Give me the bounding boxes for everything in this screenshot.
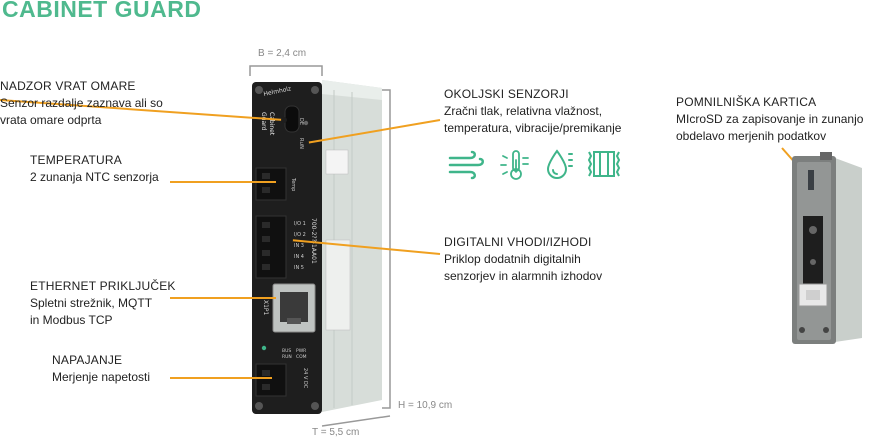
led-de-label: DE bbox=[298, 118, 304, 125]
callout-text: Senzor razdalje zaznava ali so bbox=[0, 96, 163, 110]
callout-text: in Modbus TCP bbox=[30, 313, 113, 327]
callout-ethernet: ETHERNET PRIKLJUČEK Spletni strežnik, MQ… bbox=[30, 278, 176, 329]
callout-text: Merjenje napetosti bbox=[52, 370, 151, 384]
power-led-pwr: PWR bbox=[296, 348, 306, 354]
callout-text: 2 zunanja NTC senzorja bbox=[30, 170, 159, 184]
width-dimension-bracket bbox=[249, 65, 323, 76]
io-label-2: I/O 2 bbox=[294, 232, 306, 238]
callout-text: MIcroSD za zapisovanje in zunanjo bbox=[676, 112, 864, 126]
callout-heading: POMNILNIŠKA KARTICA bbox=[676, 95, 817, 109]
callout-heading: DIGITALNI VHODI/IZHODI bbox=[444, 235, 592, 249]
callout-heading: OKOLJSKI SENZORJI bbox=[444, 87, 569, 101]
io-label-3: IN 3 bbox=[294, 243, 304, 249]
callout-memory-card: POMNILNIŠKA KARTICA MIcroSD za zapisovan… bbox=[676, 94, 863, 145]
callout-power: NAPAJANJE Merjenje napetosti bbox=[52, 352, 150, 386]
callout-lines bbox=[0, 99, 813, 379]
callout-text: vrata omare odprta bbox=[0, 113, 102, 127]
device-name-line1: Cabinet bbox=[268, 112, 275, 136]
page-title: CABINET GUARD bbox=[2, 0, 202, 22]
device-model: 700-2??-1AA01 bbox=[310, 218, 317, 264]
vibration-icon bbox=[587, 151, 621, 177]
humidity-drop-icon bbox=[546, 149, 573, 179]
io-label-5: IN 5 bbox=[294, 265, 304, 271]
callout-environment-sensors: OKOLJSKI SENZORJI Zračni tlak, relativna… bbox=[444, 86, 621, 137]
device-front-panel bbox=[252, 82, 322, 414]
device-name-line2: Guard bbox=[260, 112, 267, 130]
power-led-com: COM bbox=[296, 354, 307, 360]
callout-digital-io: DIGITALNI VHODI/IZHODI Priklop dodatnih … bbox=[444, 234, 602, 285]
callout-heading: NAPAJANJE bbox=[52, 353, 123, 367]
callout-dots bbox=[281, 117, 309, 243]
depth-dimension-label: T = 5,5 cm bbox=[312, 427, 360, 438]
power-spec: 24 V DC bbox=[302, 368, 308, 389]
callout-temperature: TEMPERATURA 2 zunanja NTC senzorja bbox=[30, 152, 159, 186]
temp-terminal-label: Temp bbox=[290, 177, 296, 191]
callout-heading: ETHERNET PRIKLJUČEK bbox=[30, 279, 176, 293]
air-pressure-icon bbox=[448, 150, 484, 180]
callout-text: Priklop dodatnih digitalnih bbox=[444, 252, 581, 266]
callout-heading: TEMPERATURA bbox=[30, 153, 122, 167]
width-dimension-label: B = 2,4 cm bbox=[258, 48, 307, 59]
callout-heading: NADZOR VRAT OMARE bbox=[0, 79, 136, 93]
power-led-bus: BUS bbox=[282, 348, 291, 354]
callout-text: temperatura, vibracije/premikanje bbox=[444, 121, 622, 135]
callout-door-monitoring: NADZOR VRAT OMARE Senzor razdalje zaznav… bbox=[0, 78, 163, 129]
callout-text: senzorjev in alarmnih izhodov bbox=[444, 269, 603, 283]
led-run-label: RUN bbox=[298, 138, 304, 149]
callout-text: Spletni strežnik, MQTT bbox=[30, 296, 153, 310]
callout-text: Zračni tlak, relativna vlažnost, bbox=[444, 104, 603, 118]
memory-card-module bbox=[792, 152, 862, 344]
power-led-run: RUN bbox=[282, 354, 292, 360]
height-dimension-label: H = 10,9 cm bbox=[398, 400, 453, 411]
temperature-humidity-icon bbox=[500, 150, 529, 180]
callout-text: obdelavo merjenih podatkov bbox=[676, 129, 827, 143]
io-label-4: IN 4 bbox=[294, 254, 304, 260]
ethernet-port-label: X1P1 bbox=[262, 300, 269, 316]
io-label-1: I/O 1 bbox=[294, 221, 306, 227]
depth-dimension-bracket bbox=[321, 415, 391, 427]
